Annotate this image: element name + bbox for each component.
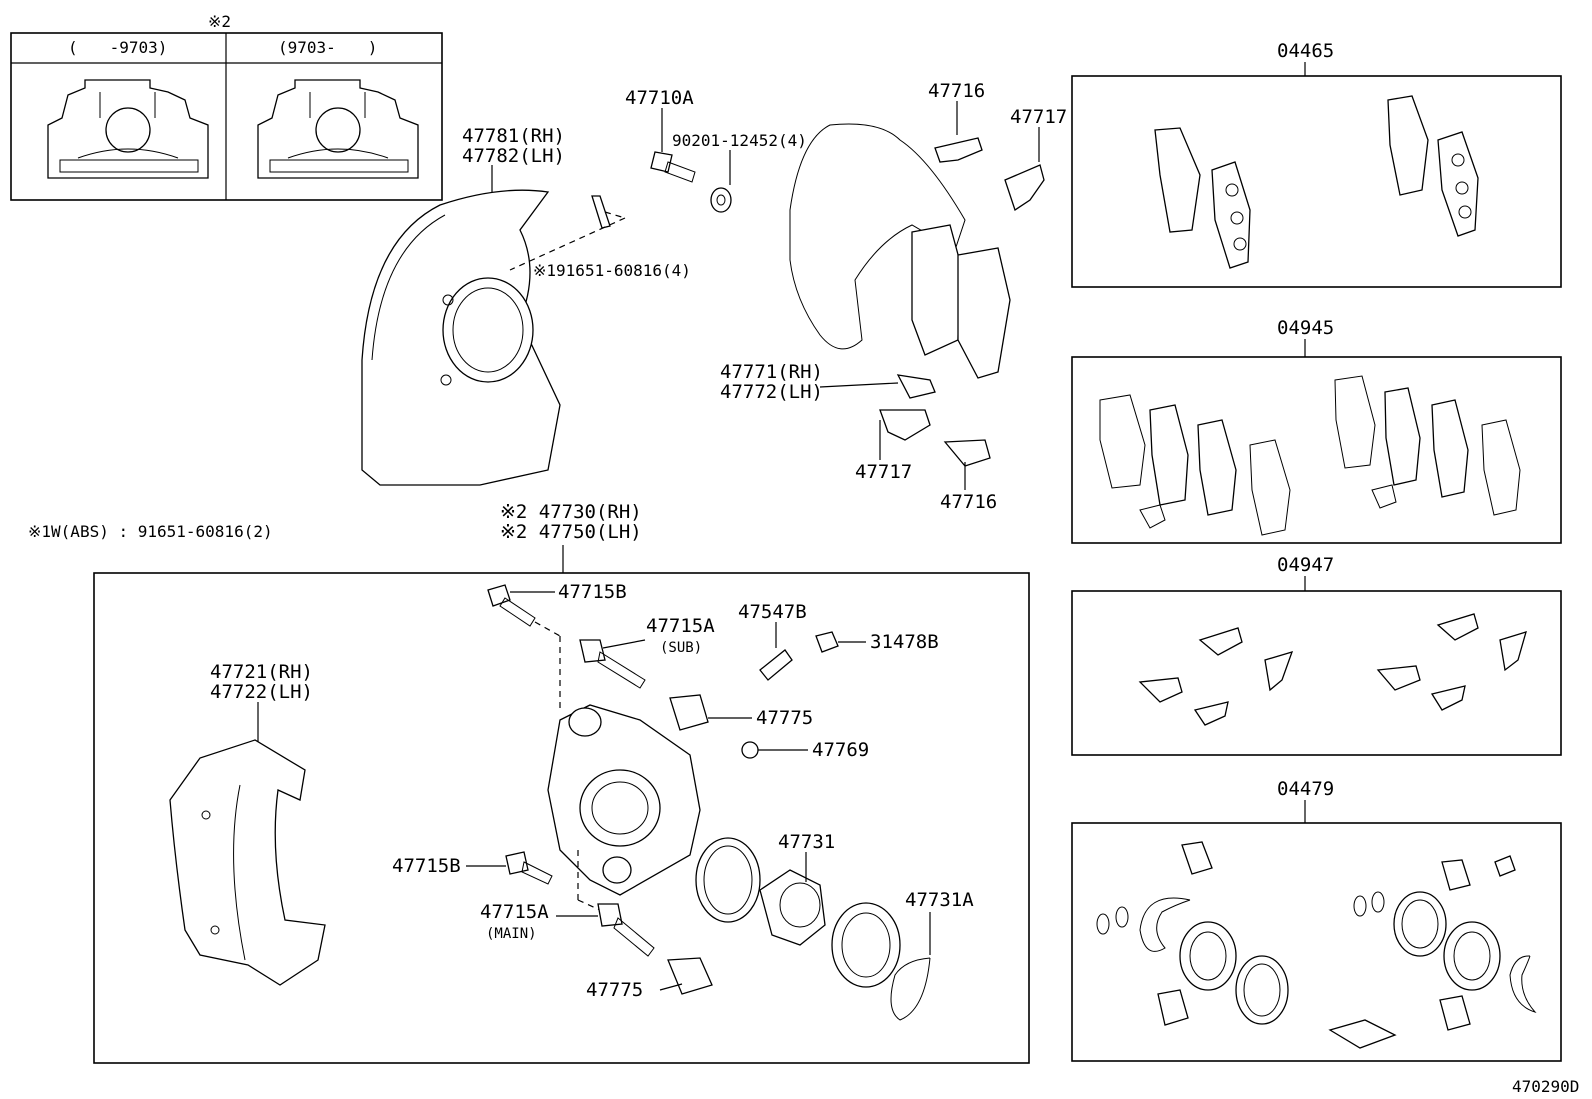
label-47771: 47771(RH): [720, 361, 823, 383]
pin-47715A-sub: [579, 639, 606, 663]
cap-31478B: [815, 631, 839, 653]
kit-frame-04465: [1071, 75, 1562, 288]
label-47715A-sub: 47715A: [646, 615, 715, 637]
kit-frame-04945: [1071, 356, 1562, 544]
cap-47769: [741, 741, 759, 759]
caliper-bracket: [169, 739, 326, 986]
kit-frame-04479: [1071, 822, 1562, 1062]
kit-04947: 04947: [1071, 554, 1562, 756]
inset-caliper-left: [47, 79, 209, 179]
bleeder-47547B: [759, 649, 793, 681]
clip-47771: [896, 374, 936, 399]
kit-04945: 04945: [1071, 317, 1562, 544]
caliper-frame: [93, 572, 1030, 1064]
pad-outline: [789, 123, 966, 350]
kit-code-04479: 04479: [1277, 778, 1334, 800]
kit-code-04945: 04945: [1277, 317, 1334, 339]
shield-bolt: [591, 195, 611, 229]
label-47775-top: 47775: [756, 707, 813, 729]
pad-inner: [911, 224, 961, 356]
label-90201: 90201-12452(4): [672, 131, 807, 150]
label-main: (MAIN): [486, 926, 537, 942]
label-47717-bot: 47717: [855, 461, 912, 483]
label-47721: 47721(RH): [210, 661, 313, 683]
label-47730: ※2 47730(RH): [500, 501, 642, 523]
bolt-47715B-bot: [505, 851, 529, 875]
inset-caliper-variants: ※2 ( -9703) (9703- ): [10, 12, 443, 201]
ring-47731A: [890, 957, 931, 1021]
label-47715B-top: 47715B: [558, 581, 627, 603]
inset-col-right: (9703- ): [278, 38, 377, 57]
washer-90201: [710, 187, 732, 213]
label-47710A: 47710A: [625, 87, 694, 109]
clip-47716-top: [934, 137, 983, 163]
label-47772: 47772(LH): [720, 381, 823, 403]
dust-shield-group: 47781(RH) 47782(LH) ※191651-60816(4): [361, 125, 691, 486]
label-47716-top: 47716: [928, 80, 985, 102]
kit-code-04465: 04465: [1277, 40, 1334, 62]
inset-caliper-right: [257, 79, 419, 179]
boot-47775-bot: [667, 957, 713, 995]
kit-code-04947: 04947: [1277, 554, 1334, 576]
inset-col-left: ( -9703): [68, 38, 167, 57]
kit-04465: 04465: [1071, 40, 1562, 288]
bolt-47715B-top: [487, 584, 511, 607]
label-47716-bot: 47716: [940, 491, 997, 513]
label-47731: 47731: [778, 831, 835, 853]
pad-outer: [957, 247, 1011, 379]
caliper-assembly: ※2 47730(RH) ※2 47750(LH) 47721(RH) 4772…: [93, 501, 1030, 1064]
label-31478B: 31478B: [870, 631, 939, 653]
boot-47775-top: [669, 694, 709, 731]
label-47547B: 47547B: [738, 601, 807, 623]
shim-47717-top: [1004, 164, 1045, 212]
label-47750: ※2 47750(LH): [500, 521, 642, 543]
piston-seal: [695, 837, 761, 923]
label-91651: ※191651-60816(4): [533, 261, 691, 280]
label-47715A-main: 47715A: [480, 901, 549, 923]
label-47715B-bot: 47715B: [392, 855, 461, 877]
label-47781: 47781(RH): [462, 125, 565, 147]
label-47775-bot: 47775: [586, 979, 643, 1001]
bolt-washer-group: 47710A 90201-12452(4): [625, 87, 807, 213]
note-abs: ※1W(ABS) : 91651-60816(2): [28, 522, 273, 541]
label-47717-top: 47717: [1010, 106, 1067, 128]
label-47769: 47769: [812, 739, 869, 761]
inset-note-mark: ※2: [208, 12, 231, 31]
piston-47731: [759, 869, 826, 946]
label-47782: 47782(LH): [462, 145, 565, 167]
label-sub: (SUB): [660, 640, 702, 656]
label-47722: 47722(LH): [210, 681, 313, 703]
shim-47717-bot: [879, 409, 931, 441]
kit-04479: 04479: [1071, 778, 1562, 1062]
label-47731A: 47731A: [905, 889, 974, 911]
diagram-id: 470290D: [1512, 1077, 1579, 1096]
boot-47731-seal: [831, 902, 901, 988]
clip-47716-bot: [943, 439, 991, 467]
pad-group: 47716 47717 47771(RH) 47772(LH) 47717 47…: [720, 80, 1067, 513]
pin-47715A-main: [597, 903, 623, 927]
kit-frame-04947: [1071, 590, 1562, 756]
